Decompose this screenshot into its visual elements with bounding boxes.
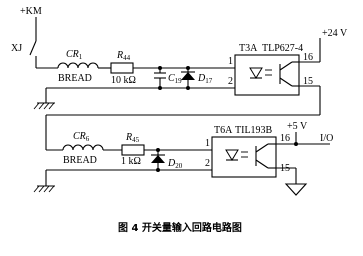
plus5v-label: +5 V bbox=[287, 121, 308, 132]
ground-hatch bbox=[43, 185, 50, 193]
r44-value: 10 kΩ bbox=[111, 75, 136, 86]
ground-hatch bbox=[38, 185, 45, 193]
r45-label: R45 bbox=[125, 132, 140, 144]
diode-d17 bbox=[181, 72, 195, 80]
t6a-ref: T6A bbox=[214, 125, 233, 136]
t3a-pin2: 2 bbox=[228, 76, 233, 87]
resistor-r44 bbox=[110, 62, 134, 74]
top-input-circuit: +KM XJ CR1 BREAD R44 10 kΩ C19 D17 bbox=[11, 6, 348, 151]
phototransistor-lead bbox=[279, 61, 293, 71]
diode-d20 bbox=[151, 155, 165, 163]
ground-hatch bbox=[48, 102, 55, 110]
r45-value: 1 kΩ bbox=[121, 156, 141, 167]
c19-label: C19 bbox=[168, 73, 182, 85]
led-icon bbox=[249, 67, 263, 79]
t3a-pin16: 16 bbox=[303, 52, 313, 63]
ground-hatch bbox=[33, 102, 40, 110]
d20-label: D20 bbox=[167, 158, 183, 170]
phototransistor-lead bbox=[255, 159, 269, 169]
xj-switch-blade bbox=[29, 40, 37, 56]
optocoupler-t3a bbox=[234, 54, 300, 96]
r44-label: R44 bbox=[116, 50, 131, 62]
junction-dot bbox=[186, 86, 190, 90]
km-label: +KM bbox=[20, 6, 42, 17]
t3a-ref: T3A bbox=[239, 43, 258, 54]
bottom-input-circuit: CR6 BREAD R45 1 kΩ D20 T6A TIL193B 1 2 1… bbox=[33, 121, 333, 196]
resistor-r45 bbox=[121, 144, 145, 156]
io-label: I/O bbox=[320, 133, 333, 144]
phototransistor-lead bbox=[279, 77, 293, 87]
optocoupler-t6a bbox=[211, 136, 277, 178]
cr6-bread-label: BREAD bbox=[63, 155, 97, 166]
t6a-part: TIL193B bbox=[235, 125, 273, 136]
figure-caption: 图 4 开关量输入回路电路图 bbox=[118, 221, 242, 234]
t3a-pin15: 15 bbox=[303, 76, 313, 87]
plus24v-label: +24 V bbox=[322, 28, 348, 39]
phototransistor-lead bbox=[255, 143, 269, 153]
cr1-bread-label: BREAD bbox=[58, 73, 92, 84]
cr1-label: CR1 bbox=[66, 49, 83, 61]
t3a-part: TLP627-4 bbox=[262, 43, 303, 54]
t6a-pin1: 1 bbox=[205, 138, 210, 149]
ground-hatch bbox=[48, 185, 55, 193]
ground-hatch bbox=[33, 185, 40, 193]
ground-triangle-icon bbox=[284, 183, 308, 196]
d17-label: D17 bbox=[197, 73, 213, 85]
t6a-pin16: 16 bbox=[280, 133, 290, 144]
junction-dot bbox=[158, 86, 162, 90]
inductor-cr1 bbox=[57, 62, 99, 69]
inductor-cr6 bbox=[62, 144, 104, 151]
xj-label: XJ bbox=[11, 43, 22, 54]
t3a-pin1: 1 bbox=[228, 56, 233, 67]
led-icon bbox=[225, 149, 239, 161]
ground-hatch bbox=[43, 102, 50, 110]
cr6-label: CR6 bbox=[73, 131, 90, 143]
t6a-pin2: 2 bbox=[205, 158, 210, 169]
ground-hatch bbox=[38, 102, 45, 110]
junction-dot bbox=[156, 168, 160, 172]
